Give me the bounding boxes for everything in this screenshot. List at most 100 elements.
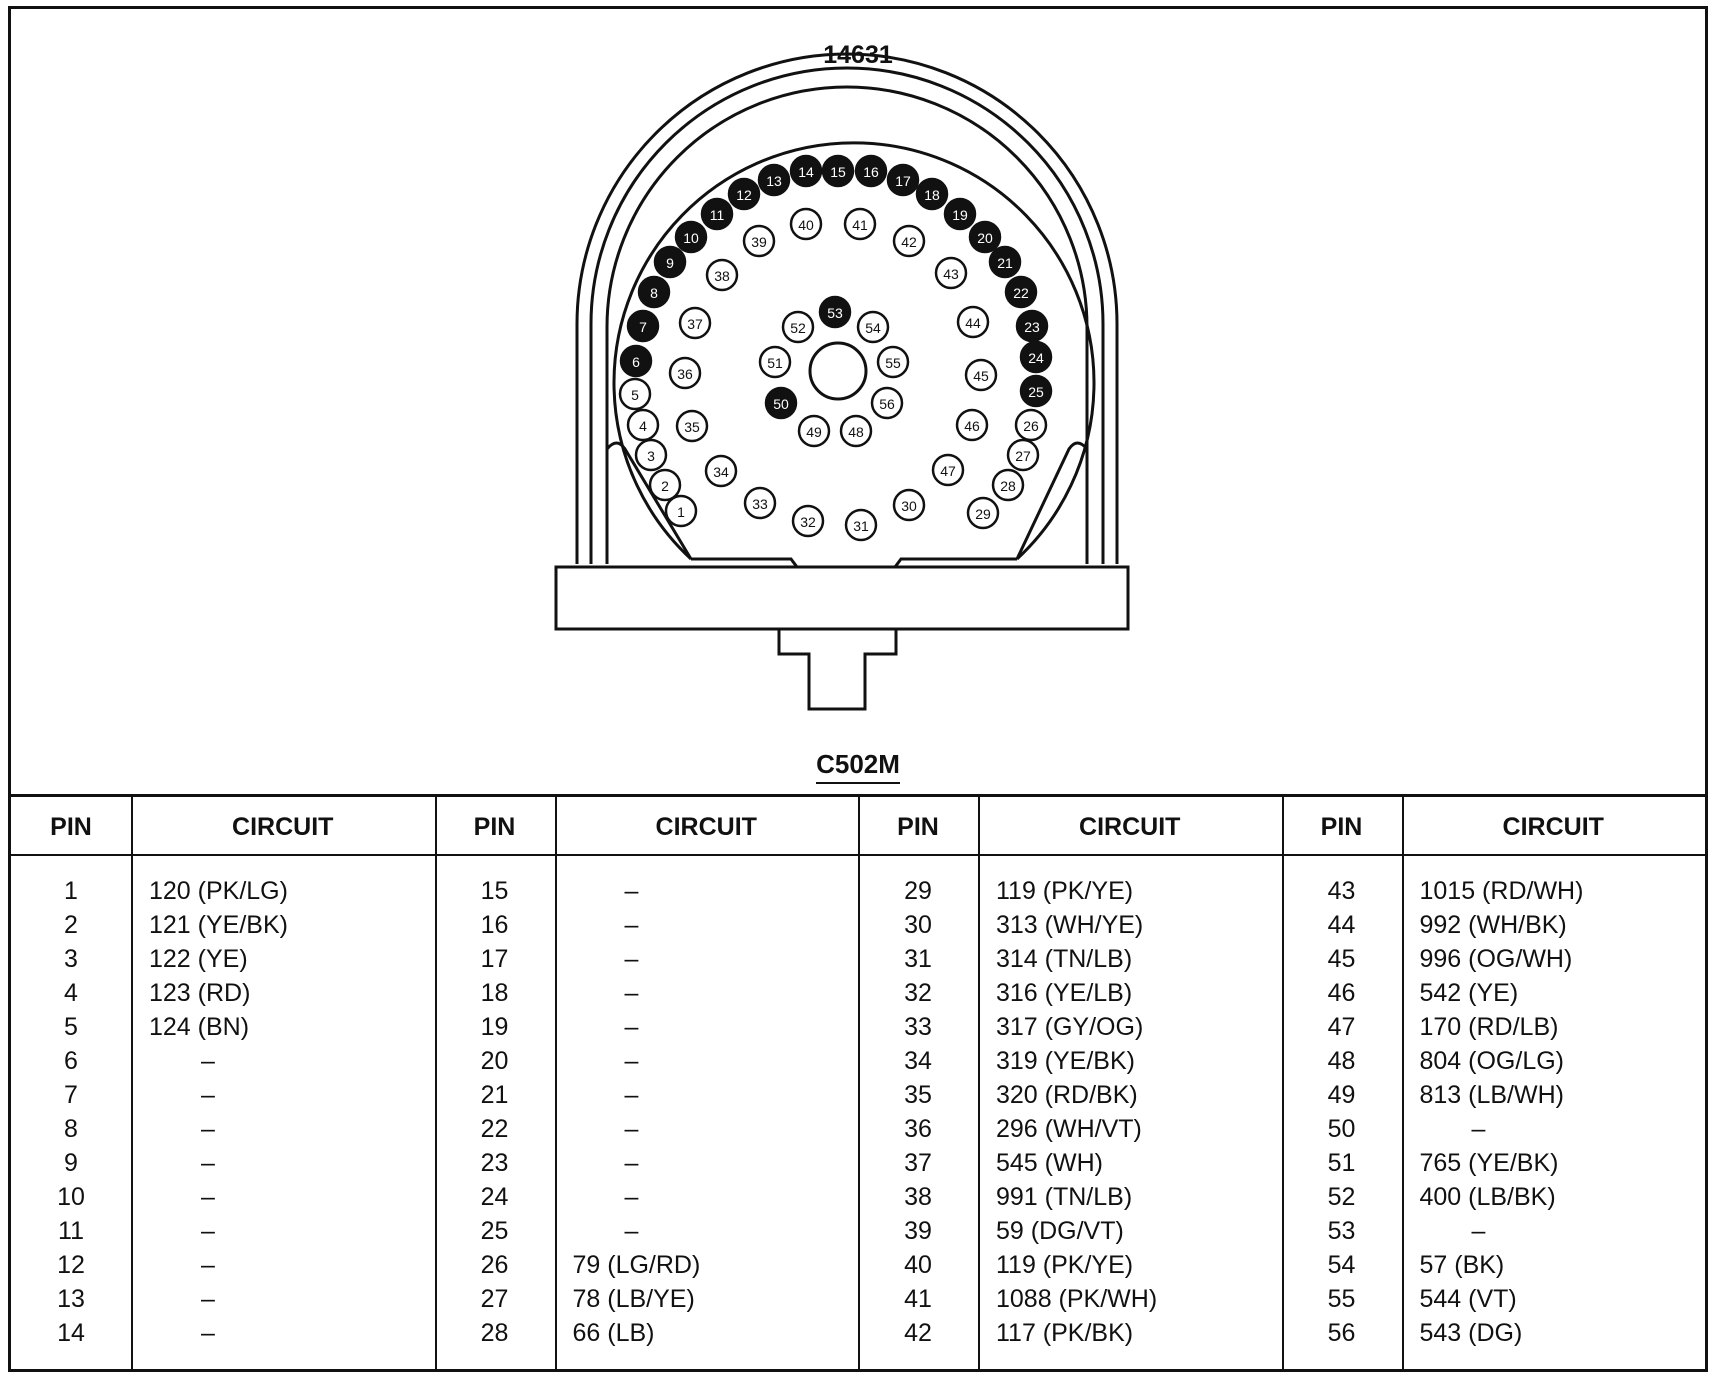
pin-cavity-open xyxy=(781,310,815,344)
table-circuit-value: – xyxy=(201,1319,215,1347)
pin-8: 8 xyxy=(637,275,671,309)
pin-56: 56 xyxy=(870,386,904,420)
pin-43: 43 xyxy=(934,256,968,290)
pin-number-label: 17 xyxy=(895,173,911,189)
table-pin-number: 31 xyxy=(904,945,932,973)
pin-number-label: 6 xyxy=(632,354,640,370)
pin-52: 52 xyxy=(781,310,815,344)
pin-2: 2 xyxy=(648,468,682,502)
pin-number-label: 41 xyxy=(852,217,868,233)
table-circuit-value: – xyxy=(624,1115,639,1143)
table-circuit-value: – xyxy=(201,1217,215,1245)
pin-9: 9 xyxy=(653,245,687,279)
pin-cavity-open xyxy=(675,409,709,443)
pin-cavity-open xyxy=(843,207,877,241)
circuit-column-header: CIRCUIT xyxy=(655,813,757,841)
pin-number-label: 18 xyxy=(924,187,940,203)
table-pin-number: 55 xyxy=(1327,1285,1356,1313)
pin-number-label: 35 xyxy=(684,419,700,435)
table-circuit-value: 317 (GY/OG) xyxy=(996,1013,1144,1041)
circuit-column-header: CIRCUIT xyxy=(232,813,334,841)
pin-number-label: 37 xyxy=(687,316,703,332)
pin-number-label: 20 xyxy=(977,230,993,246)
table-circuit-value: – xyxy=(624,1081,639,1109)
pin-41: 41 xyxy=(843,207,877,241)
pin-25: 25 xyxy=(1019,374,1053,408)
table-pin-number: 15 xyxy=(480,877,509,905)
pin-cavity-filled xyxy=(653,245,687,279)
pin-cavity-open xyxy=(648,468,682,502)
pin-6: 6 xyxy=(619,344,653,378)
pin-number-label: 25 xyxy=(1028,384,1044,400)
connector-id-label: C502M xyxy=(11,749,1705,784)
pin-number-label: 45 xyxy=(973,368,989,384)
table-circuit-value: – xyxy=(201,1115,215,1143)
pin-cavity-open xyxy=(931,453,965,487)
pin-number-label: 40 xyxy=(798,217,814,233)
pin-number-label: 12 xyxy=(736,187,752,203)
pin-cavity-open xyxy=(1014,408,1048,442)
pin-number-label: 2 xyxy=(661,478,669,494)
pin-40: 40 xyxy=(789,207,823,241)
table-circuit-value: 1015 (RD/WH) xyxy=(1419,877,1584,905)
pin-number-label: 56 xyxy=(879,396,895,412)
pin-insert-outline xyxy=(612,141,1096,561)
table-pin-number: 3 xyxy=(64,945,78,973)
table-pin-number: 4 xyxy=(64,979,78,1007)
pin-17: 17 xyxy=(886,163,920,197)
table-pin-number: 39 xyxy=(904,1217,932,1245)
table-pin-number: 28 xyxy=(480,1319,509,1347)
pin-cavity-open xyxy=(1006,438,1040,472)
table-pin-number: 25 xyxy=(480,1217,509,1245)
table-pin-number: 12 xyxy=(57,1251,85,1279)
pin-36: 36 xyxy=(668,356,702,390)
table-circuit-value: – xyxy=(624,911,639,939)
pin-cavity-open xyxy=(668,356,702,390)
pin-column-header: PIN xyxy=(473,813,516,841)
pin-31: 31 xyxy=(844,508,878,542)
pin-cavity-filled xyxy=(968,220,1002,254)
table-circuit-value: 319 (YE/BK) xyxy=(996,1047,1135,1075)
pin-cavity-open xyxy=(626,408,660,442)
table-pin-number: 29 xyxy=(904,877,932,905)
pin-cavity-filled xyxy=(727,177,761,211)
pin-16: 16 xyxy=(854,154,888,188)
table-pin-number: 46 xyxy=(1327,979,1356,1007)
pin-21: 21 xyxy=(988,245,1022,279)
pin-cavity-open xyxy=(618,377,652,411)
pin-number-label: 30 xyxy=(901,498,917,514)
pin-29: 29 xyxy=(966,496,1000,530)
table-circuit-value: 123 (RD) xyxy=(149,979,251,1007)
pin-39: 39 xyxy=(742,224,776,258)
pin-cavity-filled xyxy=(1019,374,1053,408)
pin-cavity-filled xyxy=(626,309,660,343)
table-circuit-value: – xyxy=(201,1183,215,1211)
table-pin-number: 35 xyxy=(904,1081,932,1109)
table-circuit-value: 57 (BK) xyxy=(1419,1251,1505,1279)
table-circuit-value: 119 (PK/YE) xyxy=(996,1251,1134,1279)
table-circuit-value: 316 (YE/LB) xyxy=(996,979,1133,1007)
pin-49: 49 xyxy=(797,414,831,448)
table-circuit-value: – xyxy=(624,1047,639,1075)
pin-53: 53 xyxy=(818,295,852,329)
table-pin-number: 37 xyxy=(904,1149,932,1177)
pin-50: 50 xyxy=(764,386,798,420)
table-pin-number: 45 xyxy=(1327,945,1356,973)
table-circuit-value: 120 (PK/LG) xyxy=(149,877,288,905)
pin-20: 20 xyxy=(968,220,1002,254)
pin-cavity-open xyxy=(964,358,998,392)
pin-cavity-filled xyxy=(988,245,1022,279)
table-circuit-value: 813 (LB/WH) xyxy=(1419,1081,1564,1109)
pin-number-label: 21 xyxy=(997,255,1013,271)
pin-47: 47 xyxy=(931,453,965,487)
pin-cavity-open xyxy=(839,414,873,448)
pin-26: 26 xyxy=(1014,408,1048,442)
pin-cavity-filled xyxy=(619,344,653,378)
table-pin-number: 32 xyxy=(904,979,932,1007)
table-pin-number: 20 xyxy=(480,1047,509,1075)
table-pin-number: 1 xyxy=(64,877,78,905)
housing-inner-arc xyxy=(605,85,1089,564)
pin-45: 45 xyxy=(964,358,998,392)
pin-23: 23 xyxy=(1015,309,1049,343)
table-circuit-value: 542 (YE) xyxy=(1419,979,1519,1007)
